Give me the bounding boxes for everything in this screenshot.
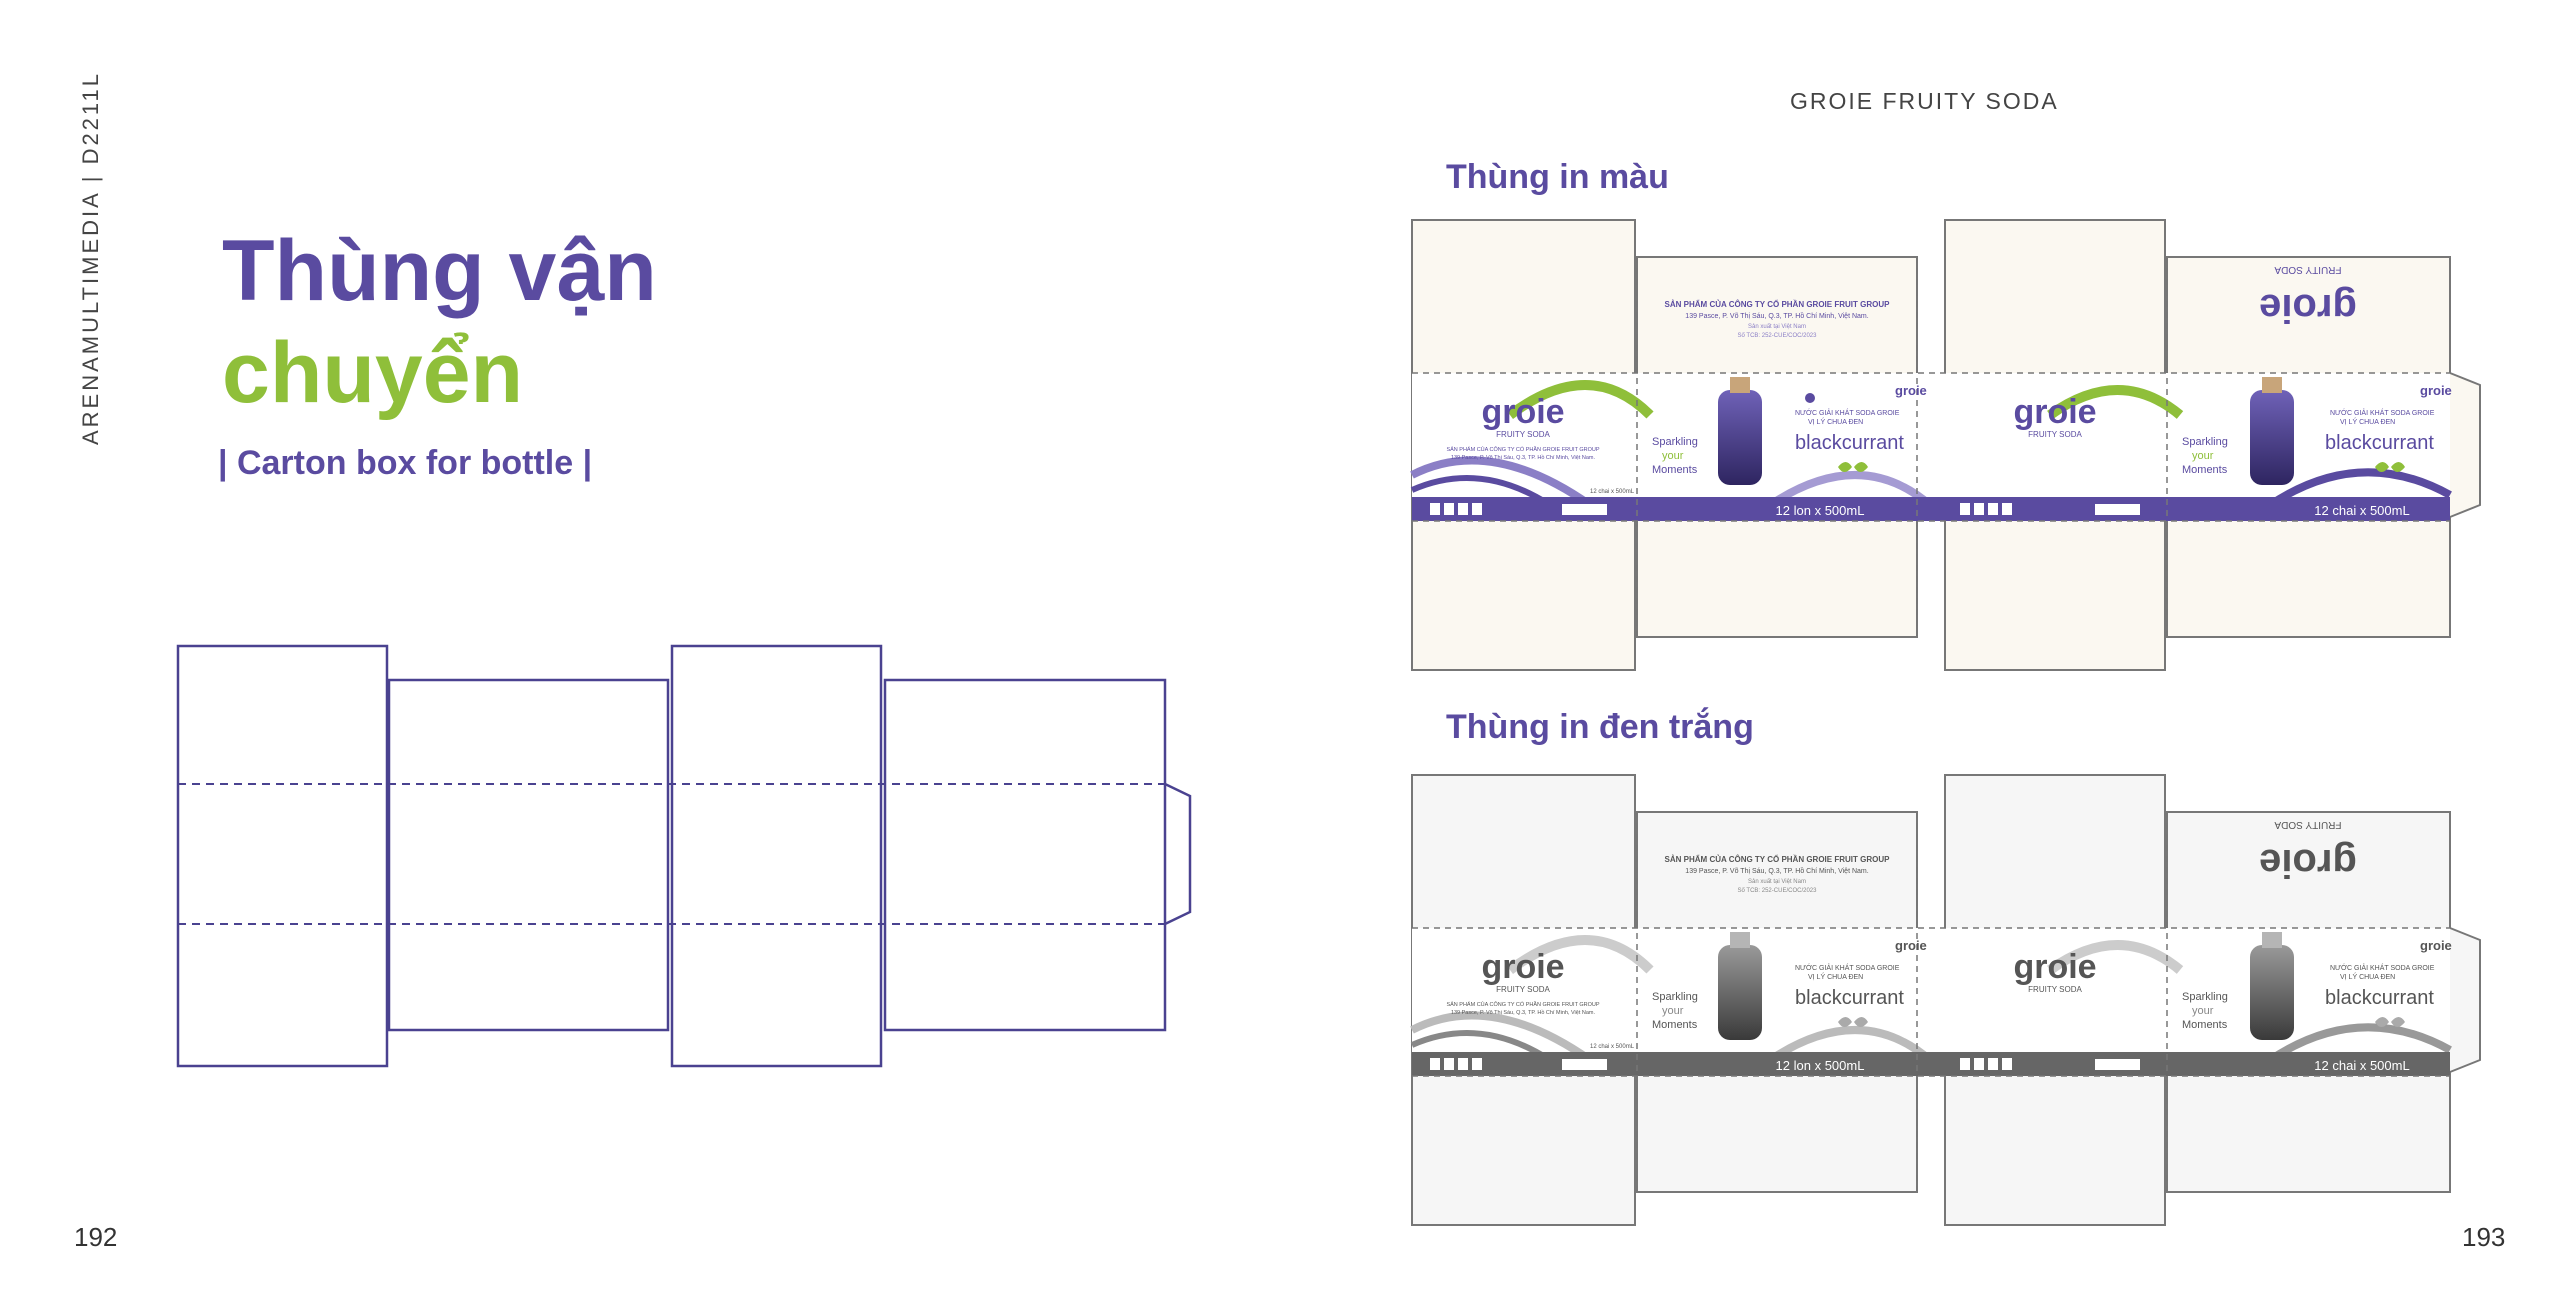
bw-brand-logo: groie	[1481, 948, 1564, 986]
bw-product-line1: NƯỚC GIẢI KHÁT SODA GROIE	[1795, 963, 1900, 972]
company-addr-band: 139 Pasce, P. Võ Thị Sáu, Q.3, TP. Hồ Ch…	[1451, 455, 1596, 461]
bw-company-line1: SẢN PHẨM CỦA CÔNG TY CỔ PHẦN GROIE FRUIT…	[1665, 854, 1891, 864]
mini-logo: groie	[1895, 383, 1927, 398]
flavor: blackcurrant	[1795, 432, 1904, 454]
dieline-panel-1	[176, 644, 389, 1068]
dieline-glue-flap	[1164, 782, 1192, 926]
bw-reg-no: Số TCB: 252-CUE/COC/2023	[1738, 888, 1818, 894]
bw-brand-sub: FRUITY SODA	[1496, 985, 1550, 994]
made-in: Sản xuất tại Việt Nam	[1748, 324, 1806, 330]
product-line2b: VỊ LÝ CHUA ĐEN	[2340, 417, 2395, 426]
bw-qty-a: 12 lon x 500mL	[1776, 1058, 1865, 1073]
slogan-1b: Sparkling	[2182, 436, 2228, 448]
page-title-line1: Thùng vận	[222, 223, 657, 319]
bw-mini-logo-b: groie	[2420, 938, 2452, 953]
bw-flavor-b: blackcurrant	[2325, 987, 2434, 1009]
brand-logo: groie	[1481, 393, 1564, 431]
company-line2: 139 Pasce, P. Võ Thị Sáu, Q.3, TP. Hồ Ch…	[1685, 311, 1868, 320]
qty-b: 12 chai x 500mL	[2314, 503, 2409, 518]
bw-made-in: Sản xuất tại Việt Nam	[1748, 879, 1806, 885]
brand-sub-2: FRUITY SODA	[2028, 430, 2082, 439]
bw-qty-b: 12 chai x 500mL	[2314, 1058, 2409, 1073]
bw-product-line2b: VỊ LÝ CHUA ĐEN	[2340, 972, 2395, 981]
company-line-band: SẢN PHẨM CỦA CÔNG TY CỔ PHẦN GROIE FRUIT…	[1446, 446, 1599, 453]
bw-brand-sub-upside-down: FRUITY SODA	[2274, 819, 2341, 830]
reg-no: Số TCB: 252-CUE/COC/2023	[1738, 333, 1818, 339]
bw-flavor: blackcurrant	[1795, 987, 1904, 1009]
bw-brand-sub-2: FRUITY SODA	[2028, 985, 2082, 994]
brand-upside-down: groie	[2259, 286, 2357, 330]
bw-mini-logo: groie	[1895, 938, 1927, 953]
bw-slogan-3b: Moments	[2182, 1019, 2228, 1031]
page-subtitle: | Carton box for bottle |	[218, 444, 593, 482]
bw-brand-upside-down: groie	[2259, 841, 2357, 885]
page-number-right: 193	[2462, 1222, 2506, 1252]
bw-slogan-1b: Sparkling	[2182, 991, 2228, 1003]
dieline-panel-3	[670, 644, 883, 1068]
page-title-line2: chuyển	[222, 325, 524, 421]
dieline-panel-4	[883, 678, 1167, 1032]
product-line2: VỊ LÝ CHUA ĐEN	[1808, 417, 1863, 426]
box-color: SẢN PHẨM CỦA CÔNG TY CỔ PHẦN GROIE FRUIT…	[1410, 219, 2481, 671]
bw-slogan-3: Moments	[1652, 1019, 1698, 1031]
product-line1: NƯỚC GIẢI KHÁT SODA GROIE	[1795, 408, 1900, 417]
slogan-3b: Moments	[2182, 464, 2228, 476]
bw-company-line-band: SẢN PHẨM CỦA CÔNG TY CỔ PHẦN GROIE FRUIT…	[1446, 1001, 1599, 1008]
brand-logo-2: groie	[2013, 393, 2096, 431]
bw-brand-logo-2: groie	[2013, 948, 2096, 986]
header-right: GROIE FRUITY SODA	[1790, 88, 2059, 114]
bw-slogan-1: Sparkling	[1652, 991, 1698, 1003]
bw-product-line1b: NƯỚC GIẢI KHÁT SODA GROIE	[2330, 963, 2435, 972]
box-bw: SẢN PHẨM CỦA CÔNG TY CỔ PHẦN GROIE FRUIT…	[1410, 774, 2481, 1226]
slogan-3: Moments	[1652, 464, 1698, 476]
brand-sub-upside-down: FRUITY SODA	[2274, 264, 2341, 275]
slogan-1: Sparkling	[1652, 436, 1698, 448]
slogan-2: your	[1662, 450, 1684, 462]
bw-company-line2: 139 Pasce, P. Võ Thị Sáu, Q.3, TP. Hồ Ch…	[1685, 866, 1868, 875]
flavor-b: blackcurrant	[2325, 432, 2434, 454]
section-title-bw: Thùng in đen trắng	[1446, 708, 1754, 746]
qty-a: 12 lon x 500mL	[1776, 503, 1865, 518]
small-qty: 12 chai x 500mL	[1590, 489, 1635, 495]
dieline-panel-2	[387, 678, 670, 1032]
company-line1: SẢN PHẨM CỦA CÔNG TY CỔ PHẦN GROIE FRUIT…	[1665, 299, 1891, 309]
product-line1b: NƯỚC GIẢI KHÁT SODA GROIE	[2330, 408, 2435, 417]
bw-small-qty: 12 chai x 500mL	[1590, 1044, 1635, 1050]
section-title-color: Thùng in màu	[1446, 158, 1669, 196]
bw-company-addr-band: 139 Pasce, P. Võ Thị Sáu, Q.3, TP. Hồ Ch…	[1451, 1010, 1596, 1016]
bw-slogan-2: your	[1662, 1005, 1684, 1017]
mini-logo-b: groie	[2420, 383, 2452, 398]
brand-sub: FRUITY SODA	[1496, 430, 1550, 439]
slogan-2b: your	[2192, 450, 2214, 462]
bw-product-line2: VỊ LÝ CHUA ĐEN	[1808, 972, 1863, 981]
page-number-left: 192	[74, 1222, 118, 1252]
bw-slogan-2b: your	[2192, 1005, 2214, 1017]
